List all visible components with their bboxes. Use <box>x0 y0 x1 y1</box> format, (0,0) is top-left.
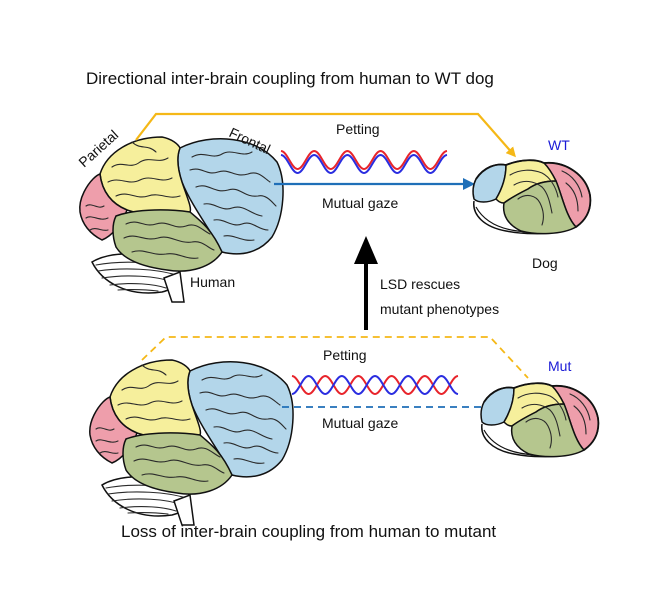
mut-label: Mut <box>548 358 571 374</box>
uncoupled-waves-bottom <box>291 374 459 396</box>
dog-brain-mut <box>480 382 600 458</box>
human-brain-bottom <box>88 359 294 526</box>
gaze-label-bottom: Mutual gaze <box>322 415 398 431</box>
petting-label-top: Petting <box>336 121 380 137</box>
rescue-arrow <box>354 236 378 330</box>
gaze-label-top: Mutual gaze <box>322 195 398 211</box>
wt-label: WT <box>548 137 570 153</box>
top-title: Directional inter-brain coupling from hu… <box>86 69 494 88</box>
human-label: Human <box>190 274 235 290</box>
dog-brain-wt <box>472 159 592 235</box>
human-brain-top <box>78 136 284 303</box>
petting-label-bottom: Petting <box>323 347 367 363</box>
bottom-title: Loss of inter-brain coupling from human … <box>121 522 496 541</box>
petting-arrow-top <box>135 112 516 158</box>
coupled-waves-top <box>280 149 448 175</box>
dog-label: Dog <box>532 255 558 271</box>
rescue-line-2: mutant phenotypes <box>380 301 499 317</box>
rescue-line-1: LSD rescues <box>380 276 460 292</box>
petting-line-bottom <box>141 336 529 379</box>
